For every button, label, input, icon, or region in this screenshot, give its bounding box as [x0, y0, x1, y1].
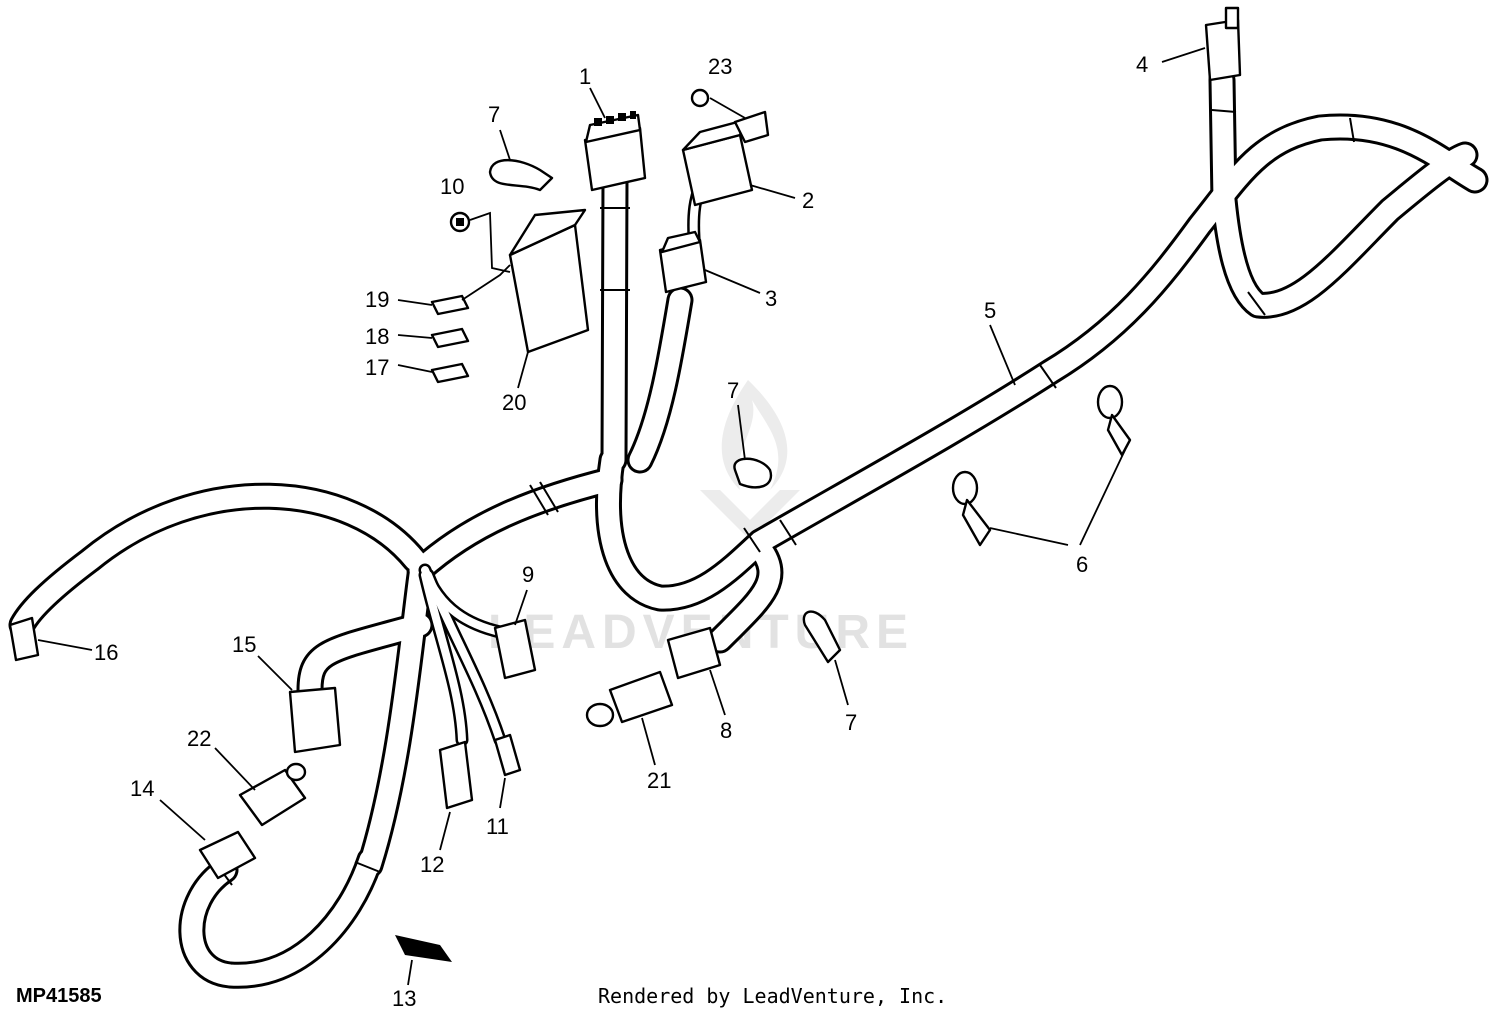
callout-4: 4: [1136, 52, 1148, 77]
leader-lines: [37, 47, 1206, 986]
component-4-connector: [1204, 6, 1242, 82]
component-3-connector: [658, 230, 708, 294]
component-12-connector: [438, 740, 474, 810]
watermark-chevron-icon: [700, 490, 800, 540]
callout-18: 18: [365, 324, 389, 349]
component-15-connector: [288, 686, 342, 754]
component-1-connector: [583, 111, 647, 192]
callout-22: 22: [187, 726, 211, 751]
component-22-switch: [238, 762, 307, 827]
component-14-connector: [198, 830, 257, 880]
component-13-terminal: [395, 935, 452, 962]
component-11-terminal: [493, 733, 522, 777]
component-21-switch: [585, 670, 674, 728]
callout-1: 1: [579, 64, 591, 89]
callout-21: 21: [647, 768, 671, 793]
component-7-clamps: [488, 159, 842, 664]
callout-7-bottom: 7: [845, 710, 857, 735]
callout-8: 8: [720, 718, 732, 743]
wire-branches: [418, 163, 712, 747]
component-6-clamps: [951, 384, 1132, 547]
callout-3: 3: [765, 286, 777, 311]
callout-19: 19: [365, 287, 389, 312]
component-10-screw: [449, 211, 471, 233]
callout-9: 9: [522, 562, 534, 587]
callout-14: 14: [130, 776, 154, 801]
callout-2: 2: [802, 188, 814, 213]
component-2-relay: [681, 110, 770, 207]
callout-23: 23: [708, 54, 732, 79]
component-17-18-19-fuses: [430, 294, 470, 384]
figure-id: MP41585: [16, 985, 102, 1007]
callout-7-top: 7: [488, 102, 500, 127]
callout-15: 15: [232, 632, 256, 657]
component-8-connector: [666, 626, 722, 680]
callout-6: 6: [1076, 552, 1088, 577]
callout-12: 12: [420, 852, 444, 877]
component-16-connector: [8, 616, 40, 662]
callout-11: 11: [486, 814, 509, 839]
callout-13: 13: [392, 986, 416, 1011]
component-20-fuse-block: [508, 208, 590, 354]
harness-trunks: [8, 66, 1489, 989]
callout-17: 17: [365, 355, 389, 380]
callouts: 1 2 3 4 5 6 7 7 7 8 9 10 11 12 13 14 15 …: [94, 52, 1148, 1011]
callout-20: 20: [502, 390, 526, 415]
watermark: LEADVENTURE: [488, 380, 908, 659]
component-23-screw: [690, 88, 710, 108]
callout-10: 10: [440, 174, 464, 199]
callout-16: 16: [94, 640, 118, 665]
callout-5: 5: [984, 298, 996, 323]
callout-7-middle: 7: [727, 378, 739, 403]
credit-text: Rendered by LeadVenture, Inc.: [598, 984, 947, 1008]
